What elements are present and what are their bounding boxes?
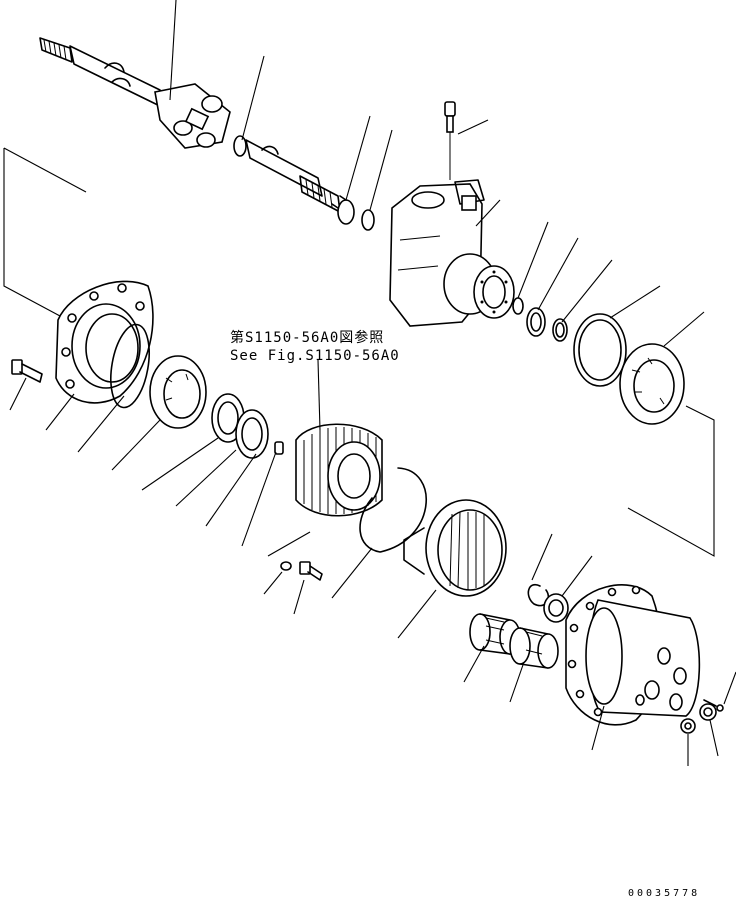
snap-ring-right[interactable] [552,318,568,342]
snap-ring-small[interactable] [361,209,375,231]
drawing-id: 00035778 [628,888,700,899]
internal-gear[interactable] [403,499,507,597]
taper-bearing-right[interactable] [619,343,685,425]
level-plug[interactable] [680,718,696,734]
hub-flange[interactable] [55,280,154,404]
spacer-ring[interactable] [512,297,524,315]
snap-ring-large[interactable] [359,467,427,553]
dowel-pin[interactable] [274,441,284,455]
drive-shaft-assembly[interactable] [39,37,341,213]
o-ring-left[interactable] [105,322,155,411]
oil-seal-large[interactable] [573,313,627,387]
set-screw[interactable] [703,699,724,712]
sensor-plug[interactable] [444,101,456,180]
leader-lines [3,0,736,766]
planetary-carrier[interactable] [565,584,701,726]
thrust-ring-pair[interactable] [211,393,269,459]
drain-plug[interactable] [699,703,717,721]
taper-bearing-left[interactable] [149,355,207,429]
steering-knuckle[interactable] [389,179,515,327]
reference-label-jp: 第S1150-56A0図参照 [230,329,384,346]
needle-bearing-2[interactable] [509,627,559,669]
hub-bolt[interactable] [11,359,43,383]
reference-label-en: See Fig.S1150-56A0 [230,348,400,364]
washer-ring[interactable] [543,593,569,623]
lock-washer[interactable] [280,561,292,571]
ring-gear[interactable] [295,423,383,517]
lock-bolt[interactable] [299,561,323,581]
thrust-washer[interactable] [526,307,546,337]
